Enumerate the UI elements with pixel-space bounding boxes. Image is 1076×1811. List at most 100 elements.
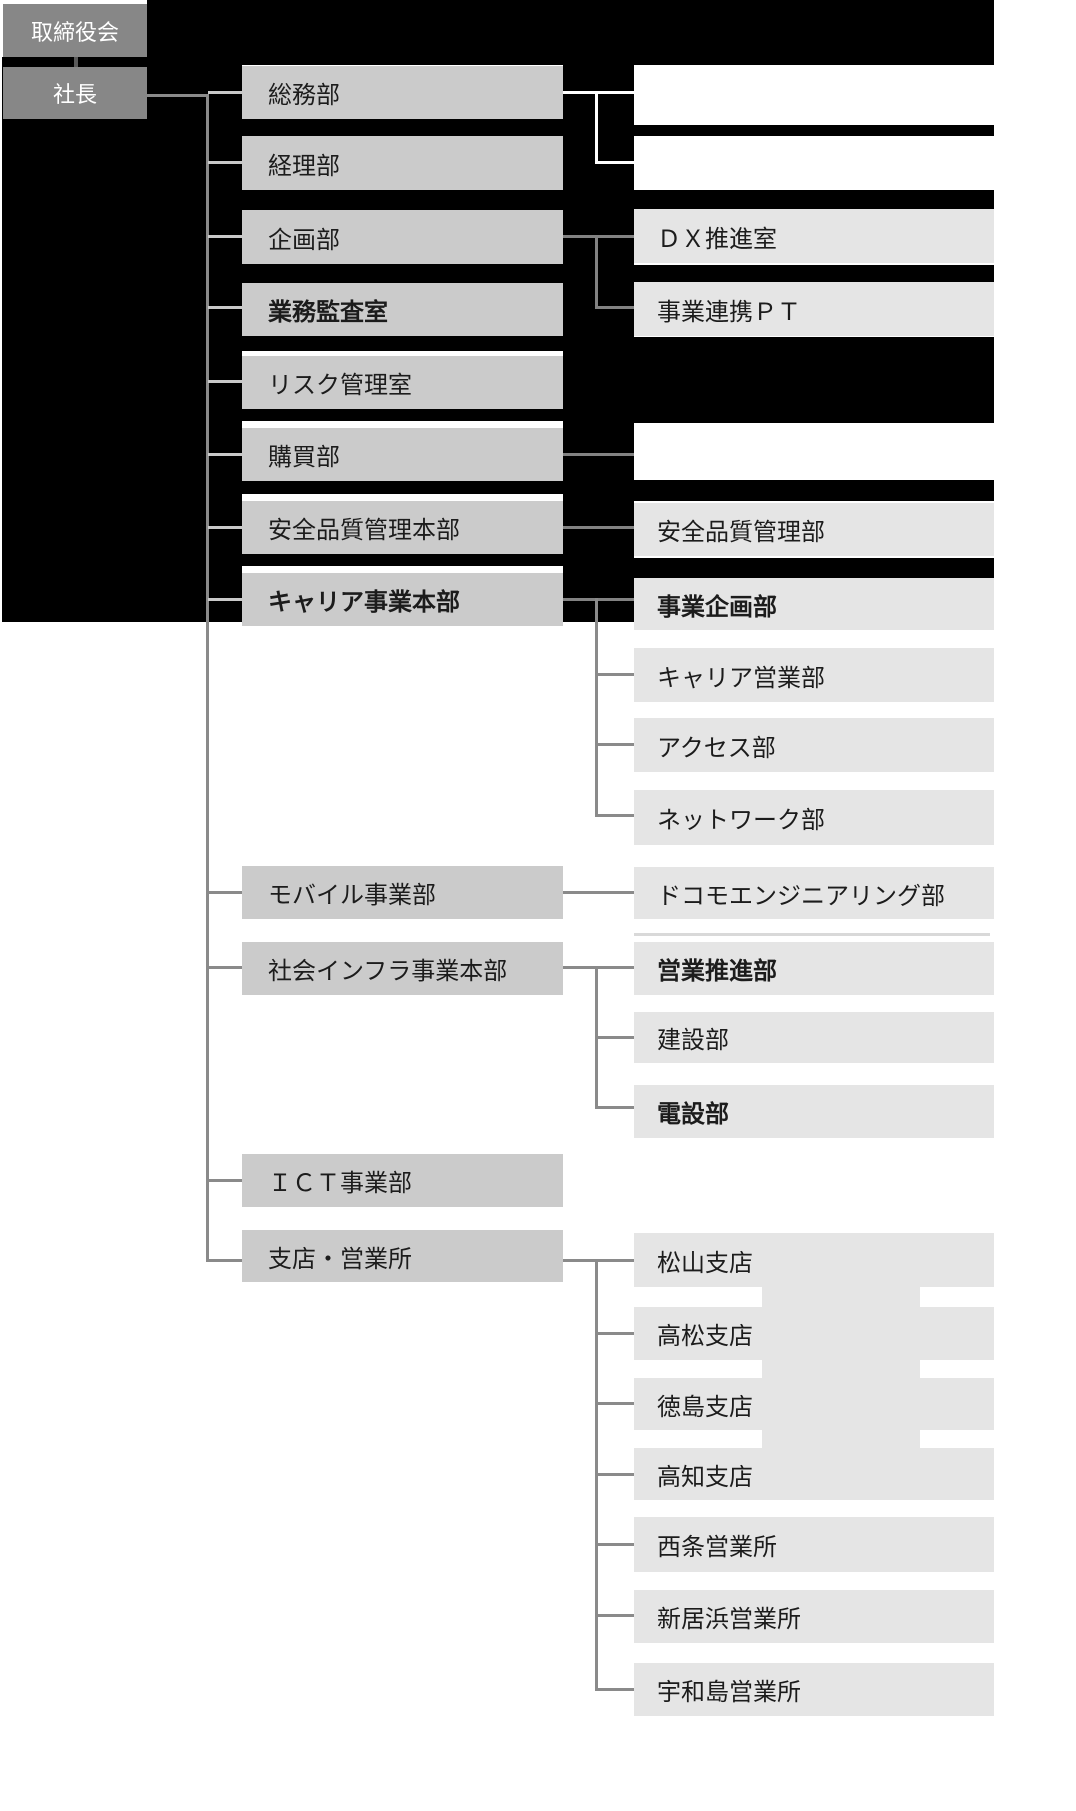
connector-stub-risk <box>208 380 242 383</box>
node-label: 安全品質管理本部 <box>268 517 460 544</box>
connector-carrier-v <box>595 598 598 817</box>
node-shiten: 支店・営業所 <box>242 1230 563 1282</box>
connector-infra-h3 <box>595 1106 634 1109</box>
node-takamatsu: 高松支店 <box>634 1307 994 1360</box>
node-label: 電設部 <box>657 1101 729 1128</box>
node-risk: リスク管理室 <box>242 356 563 409</box>
node-carrier-eigyo: キャリア営業部 <box>634 648 994 702</box>
connector-branches-h2 <box>595 1332 634 1335</box>
connector-branches-h3 <box>595 1402 634 1405</box>
connector-soumu-h2 <box>595 161 634 164</box>
connector-president-trunk <box>147 94 208 97</box>
node-label: 企画部 <box>268 226 340 254</box>
connector-infra-h2 <box>595 1036 634 1039</box>
node-label: ドコモエンジニアリング部 <box>657 882 945 910</box>
black-bar <box>242 481 563 494</box>
connector-carrier-h4 <box>595 814 634 817</box>
black-bar <box>634 190 994 209</box>
black-backdrop-gap-column <box>563 57 634 622</box>
node-tokushima: 徳島支店 <box>634 1378 994 1430</box>
black-bar <box>634 558 994 578</box>
black-bar <box>242 336 563 351</box>
connector-kikaku-h2 <box>595 306 634 309</box>
node-jigyo-kikaku: 事業企画部 <box>634 578 994 630</box>
node-label: 経理部 <box>268 152 340 180</box>
node-eigyo-suishin: 営業推進部 <box>634 942 994 995</box>
node-ict: ＩＣＴ事業部 <box>242 1154 563 1207</box>
node-mobile: モバイル事業部 <box>242 866 563 919</box>
node-label: 高松支店 <box>657 1323 753 1350</box>
black-bar <box>634 125 994 136</box>
black-bar <box>242 264 563 283</box>
connector-kikaku-v <box>595 235 598 309</box>
black-backdrop-left-column <box>2 57 242 622</box>
node-carrier-honbu: キャリア事業本部 <box>242 573 563 626</box>
node-infra-honbu: 社会インフラ事業本部 <box>242 942 563 995</box>
node-label: 建設部 <box>657 1027 729 1054</box>
node-access: アクセス部 <box>634 718 994 772</box>
node-dx: ＤＸ推進室 <box>634 209 994 263</box>
node-label: 総務部 <box>268 82 340 109</box>
connector-stub-anzen <box>208 526 242 529</box>
node-anzen-honbu: 安全品質管理本部 <box>242 501 563 554</box>
connector-infra-h1 <box>563 966 634 969</box>
node-label: ＤＸ推進室 <box>657 225 777 253</box>
black-backdrop-risk-row <box>634 337 994 423</box>
node-label: 宇和島営業所 <box>657 1679 801 1706</box>
node-niihama: 新居浜営業所 <box>634 1590 994 1643</box>
connector-stub-soumu <box>208 91 242 94</box>
node-label: 徳島支店 <box>657 1393 753 1421</box>
node-label: キャリア事業本部 <box>268 589 460 616</box>
black-bar <box>242 190 563 210</box>
black-backdrop-top-bar <box>147 0 994 65</box>
black-bar <box>242 119 563 136</box>
connector-stub-kikaku <box>208 235 242 238</box>
node-label: 事業企画部 <box>657 593 777 621</box>
node-white-1 <box>634 66 994 120</box>
node-jigyo-renkei: 事業連携ＰＴ <box>634 282 994 336</box>
connector-stub-kansa <box>208 306 242 309</box>
connector-branches-h7 <box>595 1688 634 1691</box>
node-board: 取締役会 <box>3 4 147 57</box>
black-bar <box>634 480 994 501</box>
node-kensetsu: 建設部 <box>634 1012 994 1063</box>
node-white-3 <box>634 425 994 477</box>
node-gyomu-kansa: 業務監査室 <box>242 283 563 336</box>
node-keiri: 経理部 <box>242 136 563 190</box>
node-label: 安全品質管理部 <box>657 519 825 546</box>
node-label: ＩＣＴ事業部 <box>268 1170 412 1197</box>
node-label: 事業連携ＰＴ <box>657 298 801 326</box>
node-network: ネットワーク部 <box>634 790 994 845</box>
connector-stub-mobile <box>208 891 242 894</box>
node-president-label: 社長 <box>52 82 97 107</box>
node-label: 購買部 <box>268 444 340 471</box>
node-kobai: 購買部 <box>242 428 563 481</box>
connector-branches-h1 <box>563 1259 634 1262</box>
connector-stub-keiri <box>208 161 242 164</box>
node-matsuyama: 松山支店 <box>634 1233 994 1287</box>
node-label: キャリア営業部 <box>657 664 825 692</box>
connector-carrier-h3 <box>595 743 634 746</box>
node-president: 社長 <box>3 67 147 119</box>
black-bar <box>634 265 994 282</box>
connector-carrier-h2 <box>595 673 634 676</box>
connector-stub-infra <box>208 966 242 969</box>
connector-carrier-h1 <box>563 598 634 601</box>
node-label: 営業推進部 <box>657 958 777 985</box>
connector-soumu-h1 <box>563 91 634 94</box>
node-soumu: 総務部 <box>242 66 563 119</box>
connector-stub-shiten <box>208 1259 242 1262</box>
connector-branches-h4 <box>595 1473 634 1476</box>
black-bar <box>242 554 563 566</box>
connector-stub-ict <box>208 1179 242 1182</box>
node-label: 高知支店 <box>657 1463 753 1491</box>
node-label: 業務監査室 <box>268 299 388 326</box>
node-kikaku: 企画部 <box>242 210 563 264</box>
connector-kikaku-h1 <box>563 235 634 238</box>
gray-sliver-line <box>634 933 990 936</box>
node-label: 社会インフラ事業本部 <box>268 958 508 985</box>
gray-filler <box>762 1287 920 1307</box>
connector-soumu-v <box>595 91 598 164</box>
node-saijo: 西条営業所 <box>634 1517 994 1572</box>
gray-filler <box>762 1430 920 1448</box>
